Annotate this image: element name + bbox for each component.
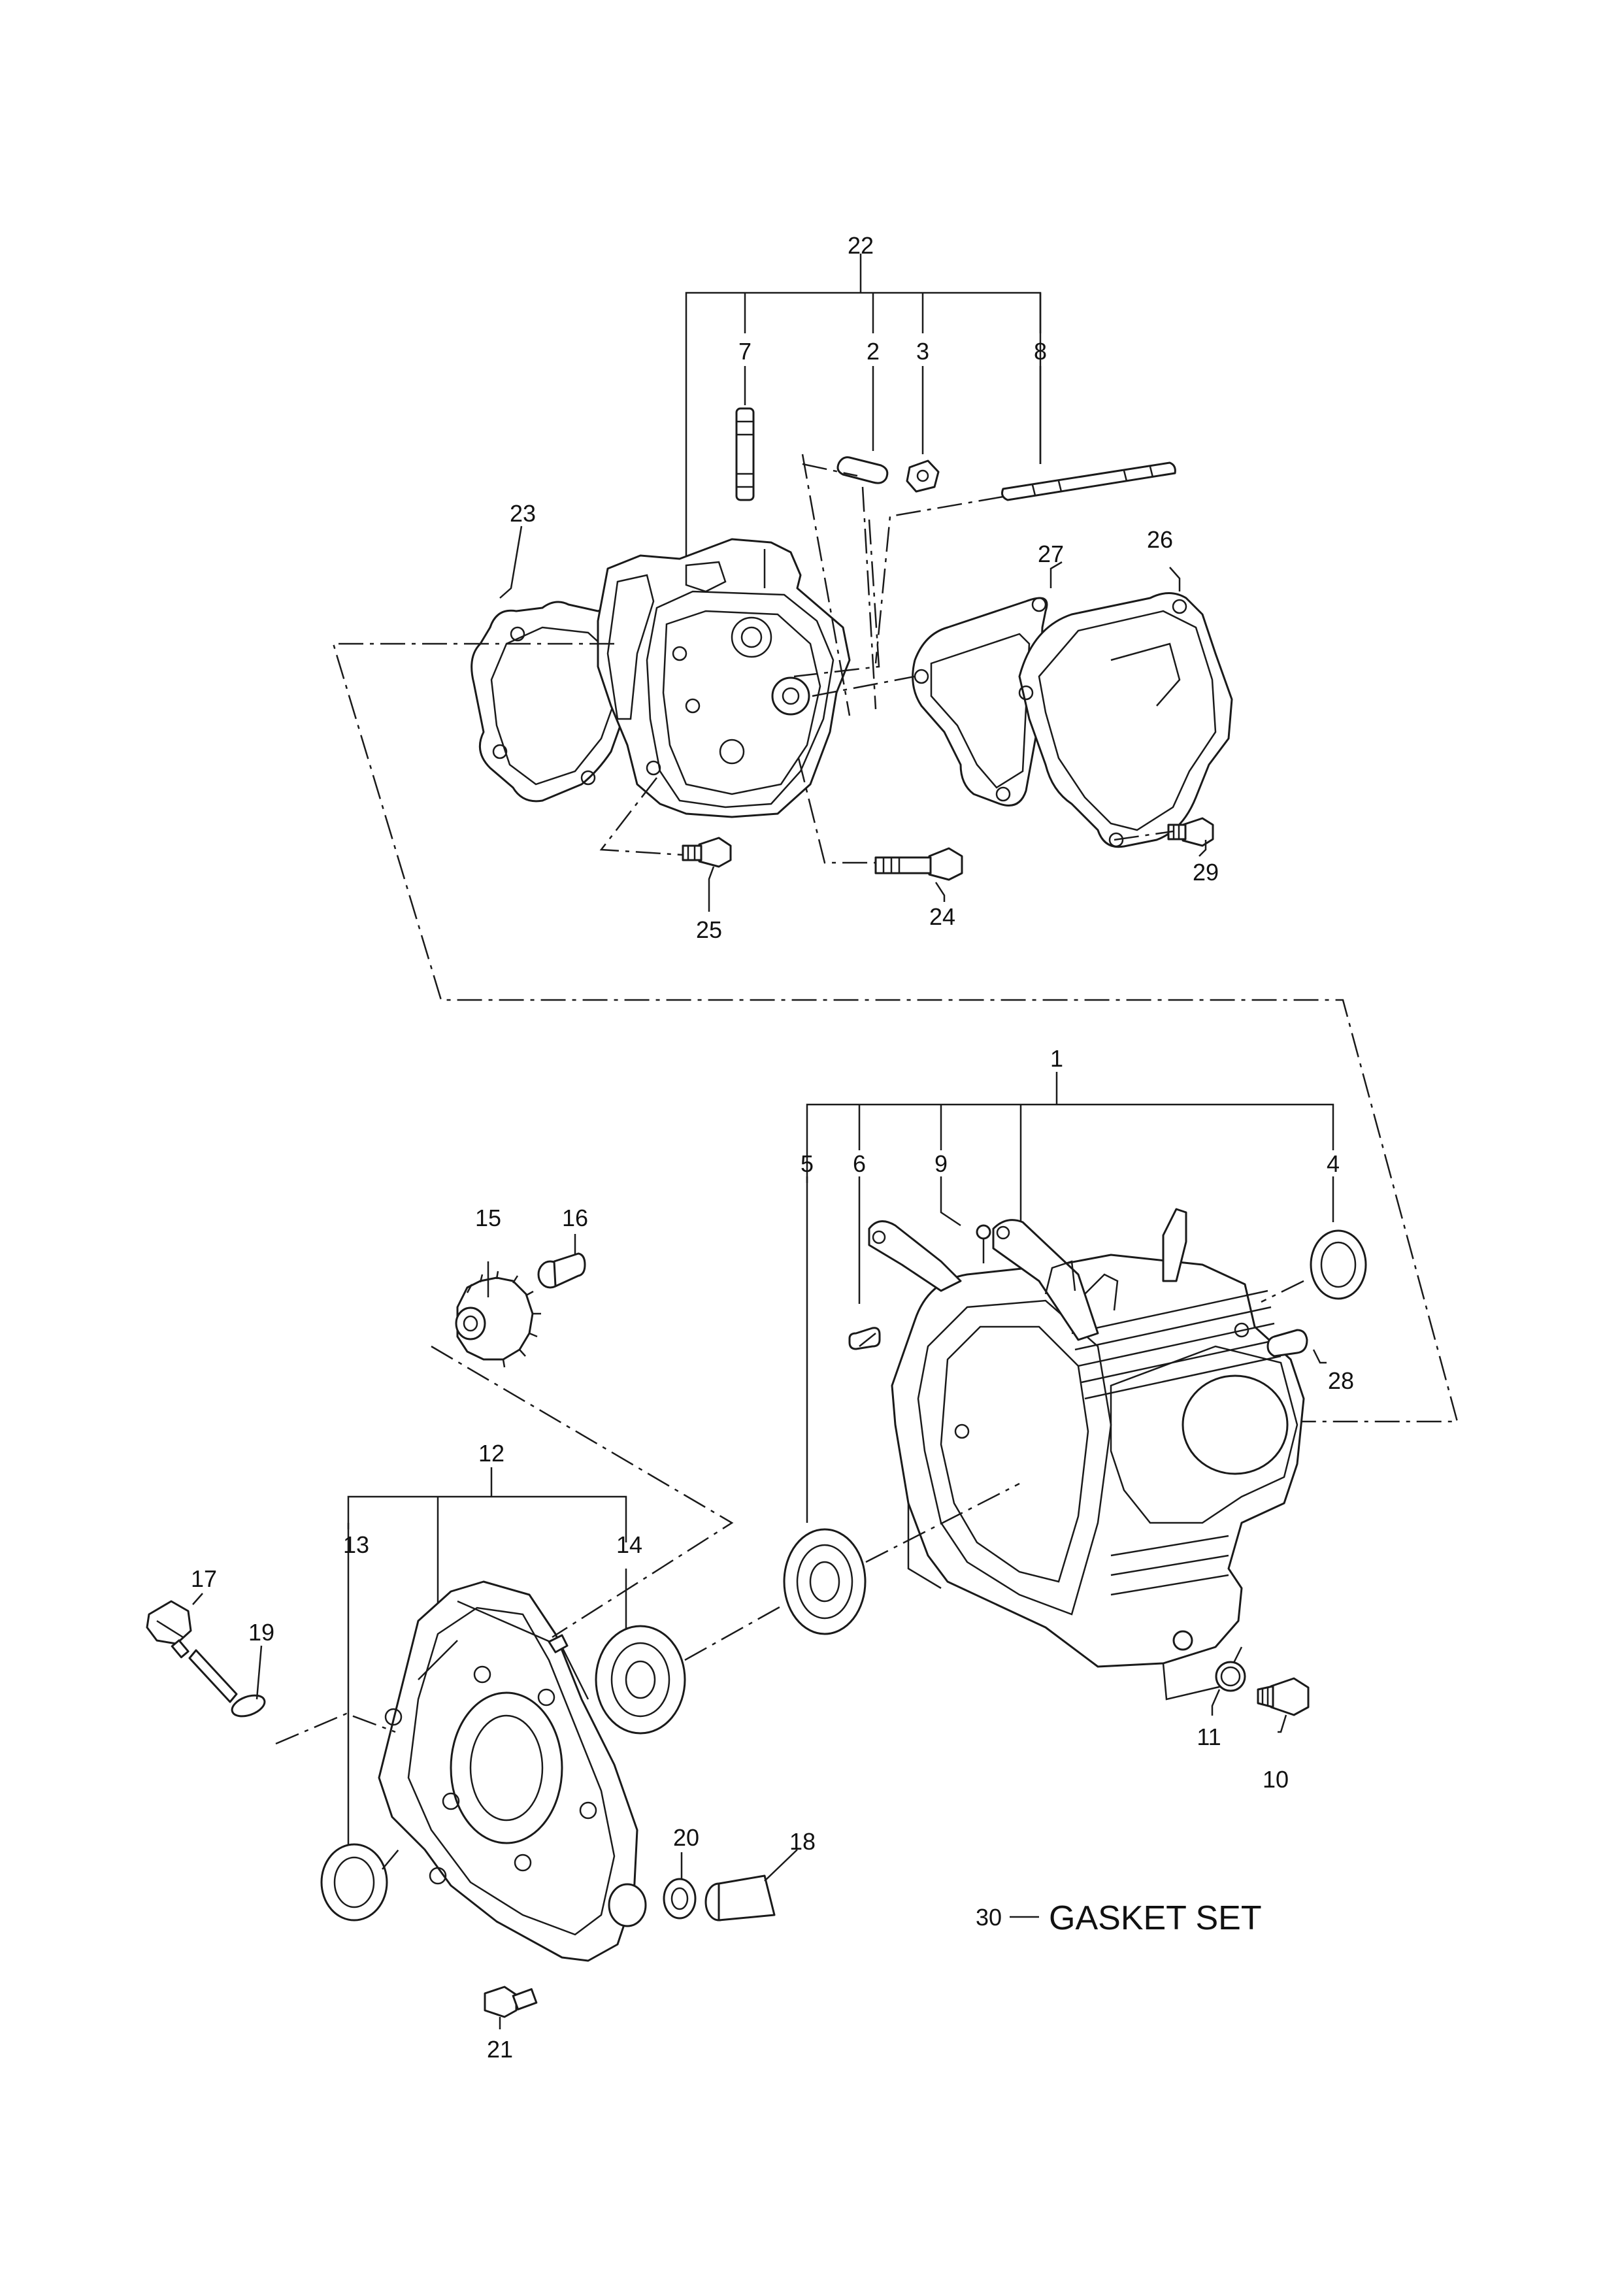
label-17: 17 xyxy=(191,1565,217,1592)
callout-labels: 22 7 2 3 8 23 27 26 29 24 25 1 5 6 9 4 2… xyxy=(191,232,1354,2063)
lower-dashed-lines xyxy=(275,1239,1304,1870)
label-22: 22 xyxy=(848,232,874,259)
bearing-5 xyxy=(783,1528,867,1635)
label-2: 2 xyxy=(867,338,880,365)
label-19: 19 xyxy=(248,1619,274,1646)
bracket-22 xyxy=(685,254,1042,556)
label-16: 16 xyxy=(562,1205,588,1231)
cylinder-head xyxy=(597,538,851,818)
bracket-1 xyxy=(806,1072,1334,1523)
label-6: 6 xyxy=(853,1150,866,1177)
plug-18 xyxy=(704,1874,776,1922)
washer-20 xyxy=(663,1878,697,1920)
label-5: 5 xyxy=(801,1150,814,1177)
label-20: 20 xyxy=(673,1824,699,1851)
label-29: 29 xyxy=(1193,859,1219,886)
label-10: 10 xyxy=(1263,1766,1289,1793)
gasket-set-legend: 30 GASKET SET xyxy=(976,1899,1262,1937)
label-1: 1 xyxy=(1050,1045,1063,1072)
gear-15 xyxy=(455,1271,541,1368)
rocker-cover-gasket-27 xyxy=(912,597,1048,807)
stud-7 xyxy=(735,407,755,501)
label-3: 3 xyxy=(916,338,929,365)
check-ball-9 xyxy=(976,1224,991,1240)
label-25: 25 xyxy=(696,916,722,943)
crankcase-cover xyxy=(378,1580,647,1962)
label-9: 9 xyxy=(934,1150,948,1177)
o-ring-19 xyxy=(231,1694,266,1718)
dowel-pin-2 xyxy=(836,456,889,484)
upper-leaders xyxy=(499,525,1207,912)
nut-3 xyxy=(906,459,940,493)
dowel-28 xyxy=(1266,1329,1308,1357)
bolt-21 xyxy=(484,1986,538,2018)
rocker-cover-26 xyxy=(1018,592,1233,848)
lower-leaders xyxy=(192,1234,1327,2029)
label-12: 12 xyxy=(478,1440,504,1467)
crankcase xyxy=(868,1208,1305,1701)
ring-11 xyxy=(1215,1661,1246,1692)
dowel-6 xyxy=(848,1327,881,1350)
legend-text: GASKET SET xyxy=(1049,1899,1262,1937)
oil-seal-4 xyxy=(1310,1229,1367,1300)
bearing-14 xyxy=(595,1625,686,1735)
drain-plug-10 xyxy=(1257,1677,1310,1716)
label-7: 7 xyxy=(738,338,752,365)
label-8: 8 xyxy=(1034,338,1047,365)
label-15: 15 xyxy=(475,1205,501,1231)
upper-dashed-lines xyxy=(332,454,1459,1423)
bolt-16 xyxy=(537,1252,586,1289)
label-26: 26 xyxy=(1147,526,1173,553)
legend-number: 30 xyxy=(976,1904,1002,1931)
oil-seal-13 xyxy=(320,1843,388,1922)
bolt-29 xyxy=(1167,817,1214,847)
label-28: 28 xyxy=(1328,1367,1354,1394)
label-21: 21 xyxy=(487,2036,513,2063)
label-11: 11 xyxy=(1197,1723,1221,1750)
label-23: 23 xyxy=(510,500,536,527)
dipstick-17 xyxy=(146,1600,238,1703)
label-24: 24 xyxy=(929,903,955,930)
label-27: 27 xyxy=(1038,541,1064,567)
long-stud-8 xyxy=(1001,461,1176,501)
label-13: 13 xyxy=(343,1531,369,1558)
label-18: 18 xyxy=(789,1828,816,1855)
bolt-24 xyxy=(874,847,963,881)
bolt-25 xyxy=(682,837,732,868)
label-14: 14 xyxy=(616,1531,642,1558)
label-4: 4 xyxy=(1327,1150,1340,1177)
